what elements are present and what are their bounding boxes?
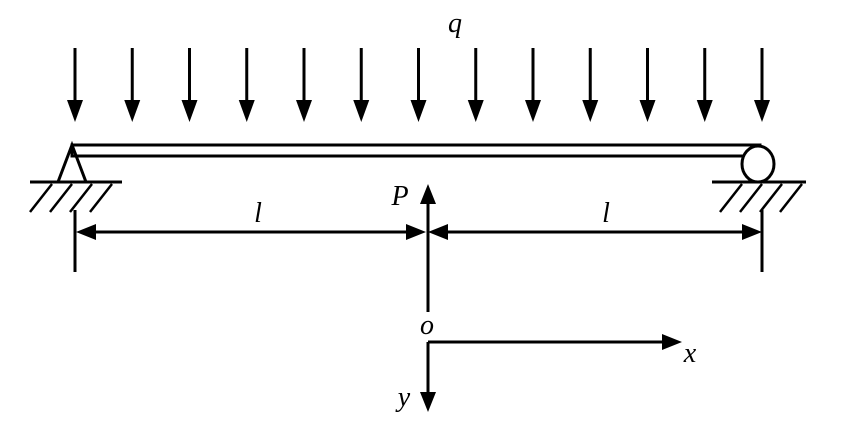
load-arrow — [296, 48, 312, 122]
y-axis-arrow — [420, 342, 436, 412]
load-arrow — [582, 48, 599, 122]
load-arrow — [467, 48, 484, 122]
distributed-load-arrows — [67, 48, 770, 122]
x-axis-arrow — [428, 334, 682, 350]
load-arrow — [410, 48, 427, 122]
x-axis-label: x — [683, 338, 697, 369]
load-label-q: q — [448, 8, 462, 39]
origin-label: o — [420, 310, 434, 341]
load-arrow — [754, 48, 770, 122]
force-p-label: P — [390, 181, 408, 212]
load-arrow — [238, 48, 255, 122]
right-span-dimension — [428, 224, 762, 240]
load-arrow — [639, 48, 656, 122]
left-pin-support — [29, 140, 122, 213]
y-axis-label: y — [395, 382, 411, 413]
load-arrow — [353, 48, 370, 122]
load-arrow — [181, 48, 198, 122]
load-arrow — [67, 48, 83, 122]
right-roller-support — [712, 144, 806, 213]
load-arrow — [525, 48, 541, 122]
load-arrow — [696, 48, 713, 122]
right-span-label: l — [602, 198, 610, 229]
left-span-dimension — [76, 224, 426, 240]
force-p-arrow — [420, 184, 436, 312]
left-span-label: l — [254, 198, 262, 229]
load-arrow — [124, 48, 141, 122]
beam — [70, 143, 762, 158]
